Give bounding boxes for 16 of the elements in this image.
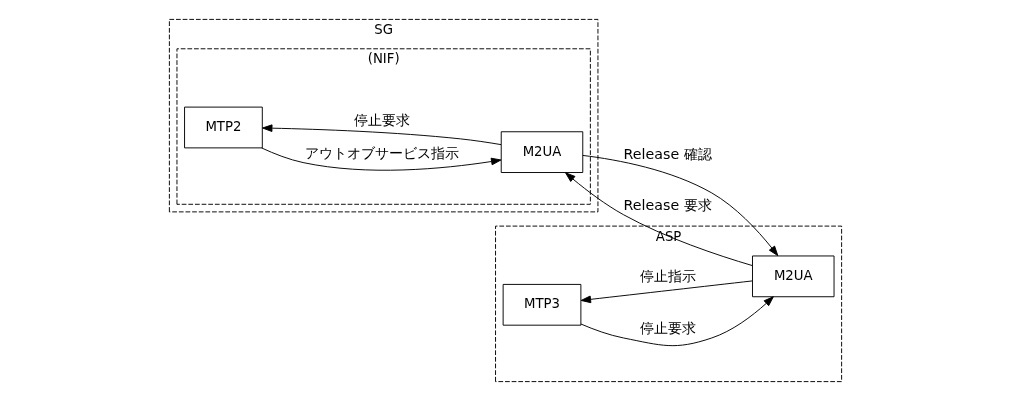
edge-label: Release 要求	[623, 196, 712, 213]
arrow	[580, 280, 753, 304]
edge-label: Release 確認	[623, 145, 712, 162]
edge-label: 停止要求	[639, 320, 696, 337]
node-box: M2UA	[500, 131, 583, 173]
node-box: MTP3	[502, 283, 581, 326]
node-box: MTP2	[183, 106, 263, 149]
arrow	[260, 147, 501, 171]
edge-label: 停止要求	[353, 111, 410, 128]
arrow	[581, 154, 778, 257]
edge-label: アウトオブサービス指示	[304, 144, 459, 161]
edge-label: 停止指示	[639, 268, 696, 285]
arrow	[579, 296, 774, 347]
arrow	[564, 172, 753, 267]
arrow	[261, 124, 501, 146]
node-box: M2UA	[751, 255, 834, 298]
